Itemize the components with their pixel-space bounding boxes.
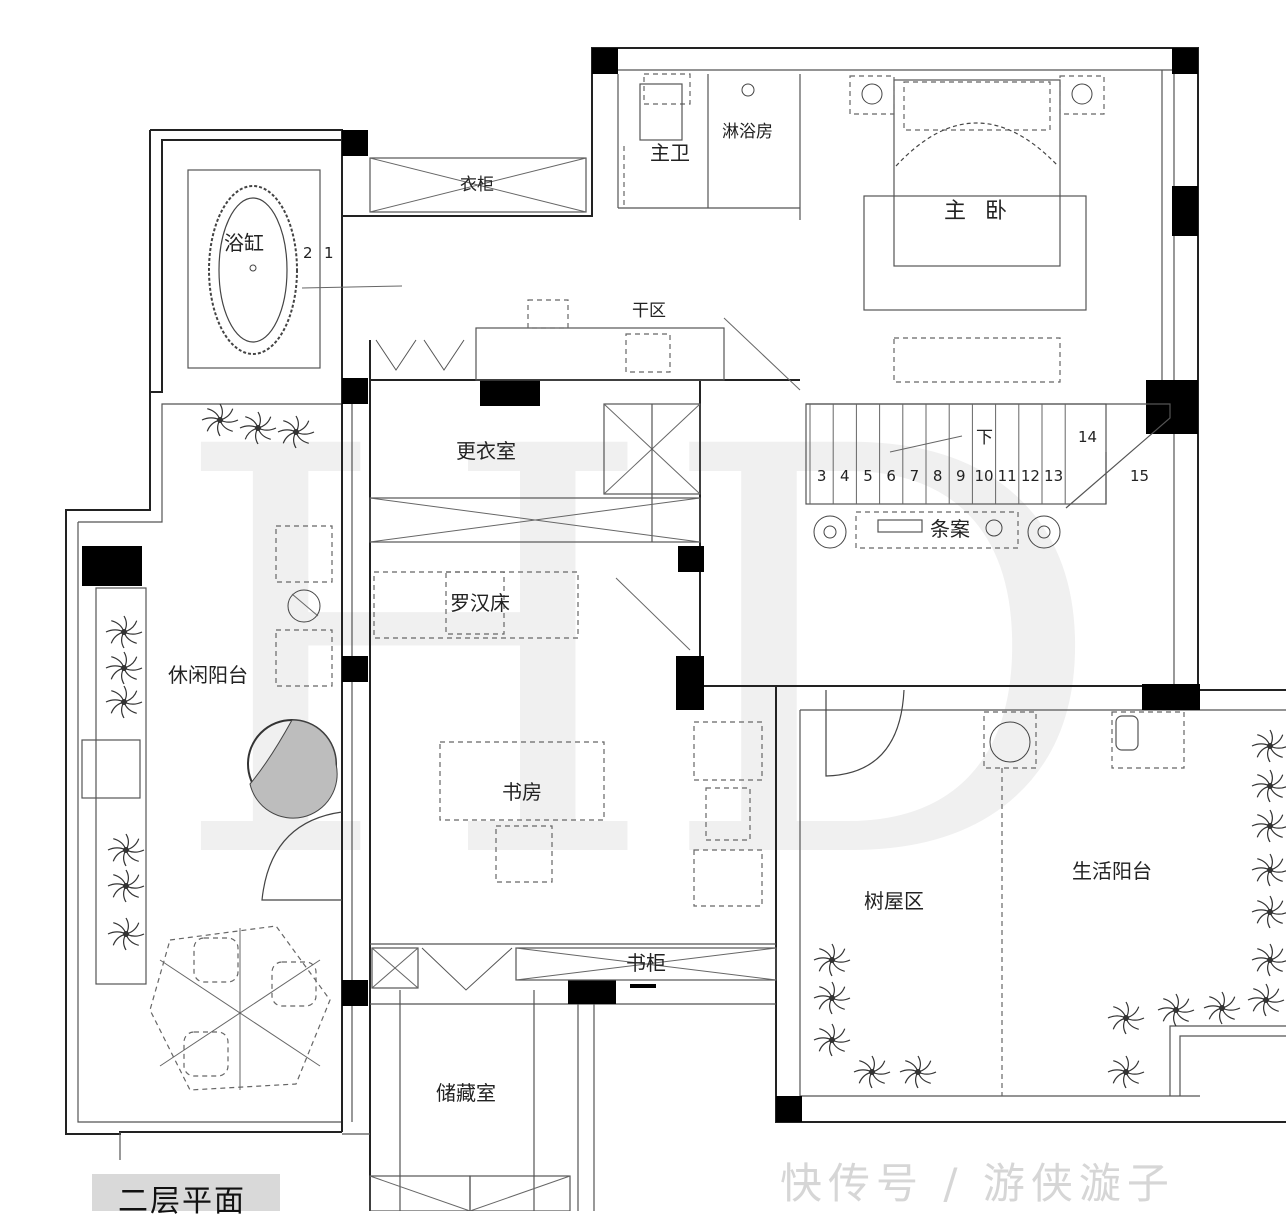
stair-number-1: 1 <box>324 244 334 262</box>
plant-symbol <box>853 1055 891 1089</box>
label-luohan-bed: 罗汉床 <box>450 591 510 615</box>
wardrobe <box>369 157 587 213</box>
plant-symbol <box>1251 729 1286 763</box>
stair-step-number: 11 <box>998 467 1017 485</box>
plant-symbol <box>201 403 239 437</box>
bookcase <box>371 947 777 991</box>
plant-symbol <box>277 415 315 449</box>
luohan-bed <box>373 571 691 651</box>
plant-symbol <box>813 981 851 1015</box>
plant-symbol <box>1251 769 1286 803</box>
stair-step-number: 13 <box>1044 467 1063 485</box>
stair-step-number: 12 <box>1021 467 1040 485</box>
plant-symbol <box>239 411 277 445</box>
plant-symbol <box>1157 993 1195 1027</box>
label-study: 书房 <box>502 780 542 804</box>
master-bed <box>849 75 1105 383</box>
plan-title: 二层平面 <box>118 1184 246 1219</box>
label-console-table: 条案 <box>930 517 970 541</box>
plant-symbol <box>107 869 145 903</box>
label-shower: 淋浴房 <box>722 122 773 142</box>
treehouse-and-utility <box>825 689 1185 1096</box>
bathtub <box>187 169 321 369</box>
plant-symbol <box>813 1023 851 1057</box>
plant-symbol <box>105 651 143 685</box>
plant-symbol <box>1107 1001 1145 1035</box>
label-wardrobe: 衣柜 <box>460 175 494 195</box>
stair-step-number: 4 <box>840 467 850 485</box>
label-bookcase: 书柜 <box>626 951 666 975</box>
label-dry-area: 干区 <box>632 301 666 321</box>
plant-symbol <box>1247 983 1285 1017</box>
structural-columns <box>82 48 1200 1122</box>
label-master-bedroom: 主 卧 <box>944 199 1013 224</box>
plant-symbol <box>1251 809 1286 843</box>
stair-step-number: 10 <box>974 467 993 485</box>
study-furniture <box>439 721 763 907</box>
master-bath <box>617 73 801 220</box>
stair-number-15: 15 <box>1130 467 1149 485</box>
label-bathtub: 浴缸 <box>224 231 264 255</box>
plant-symbol <box>1107 1055 1145 1089</box>
dressing-room-cabinets <box>369 403 701 543</box>
dry-area-counter <box>375 299 801 391</box>
label-storage: 储藏室 <box>436 1081 496 1105</box>
stair-step-number: 7 <box>910 467 920 485</box>
storage-shelves <box>369 990 571 1211</box>
stair-number-14: 14 <box>1078 428 1097 446</box>
plant-symbol <box>1251 853 1286 887</box>
stair-step-number: 5 <box>863 467 873 485</box>
plant-symbol <box>1203 991 1241 1025</box>
label-master-bath: 主卫 <box>650 141 690 165</box>
plant-symbol <box>813 943 851 977</box>
stair-step-number: 9 <box>956 467 966 485</box>
plant-symbol <box>1251 943 1286 977</box>
plant-symbol <box>105 615 143 649</box>
label-treehouse: 树屋区 <box>864 889 924 913</box>
leisure-balcony-furniture <box>81 525 343 1091</box>
label-utility-balcony: 生活阳台 <box>1072 859 1152 883</box>
label-stair-down: 下 <box>976 428 993 448</box>
plant-symbol <box>1251 895 1286 929</box>
stair-step-number: 8 <box>933 467 943 485</box>
console-table <box>813 511 1061 549</box>
stair-step-number: 3 <box>817 467 827 485</box>
plant-symbol <box>105 685 143 719</box>
stair-step-number: 6 <box>886 467 896 485</box>
plan-title-box <box>92 1174 280 1211</box>
plant-symbol <box>899 1055 937 1089</box>
watermark: 快传号 / 游侠漩子 <box>780 1159 1175 1208</box>
staircase <box>805 403 1171 509</box>
watermark-logo: HD <box>170 331 1107 983</box>
label-dressing-room: 更衣室 <box>456 439 516 463</box>
stair-number-2: 2 <box>303 244 313 262</box>
plant-symbol <box>107 917 145 951</box>
plants <box>105 403 1286 1089</box>
plant-symbol <box>107 833 145 867</box>
label-leisure-balcony: 休闲阳台 <box>168 663 248 687</box>
